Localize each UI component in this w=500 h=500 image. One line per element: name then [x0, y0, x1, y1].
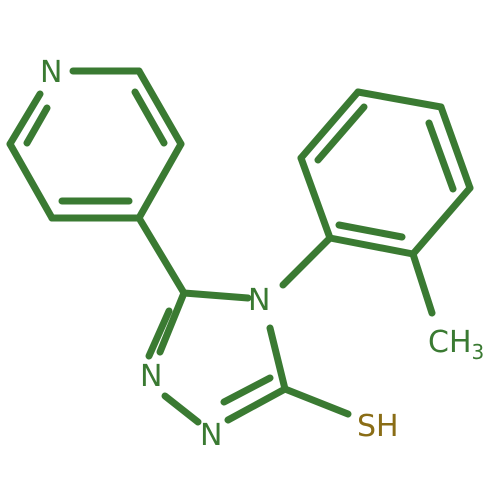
- bond-c3-sh: [281, 385, 352, 418]
- bond-n4-aryl: [279, 234, 334, 289]
- triazole-n4-label: N: [248, 283, 270, 318]
- bond-tri-n1-n2: [161, 392, 202, 426]
- bond-tol-4-inner: [425, 119, 457, 193]
- bond-tri-n2-c3-inner: [220, 374, 274, 406]
- bond-tol-6: [326, 234, 417, 258]
- bond-pyr-2-inner: [131, 88, 168, 147]
- bond-pyr-3: [135, 140, 185, 222]
- bond-pyr-6-inner: [23, 104, 51, 147]
- pyridine-nitrogen-label: N: [40, 55, 62, 90]
- bond-tol-2: [297, 88, 362, 162]
- bond-tol-1: [297, 154, 334, 242]
- bond-tol-6-inner: [335, 221, 406, 241]
- bond-tol-5: [409, 184, 474, 258]
- bond-tri-n2-c3: [224, 385, 289, 424]
- bond-tol-4: [437, 103, 474, 192]
- bond-tri-c5-n4: [180, 289, 252, 302]
- tolyl-ring: [297, 88, 474, 258]
- bond-methyl: [409, 250, 436, 317]
- bond-pyr-5: [6, 140, 56, 222]
- thiol-text: SH: [357, 409, 399, 444]
- methyl-subscript: 3: [472, 340, 485, 364]
- triazole-ring: [145, 289, 289, 426]
- pyridine-ring: [6, 67, 185, 222]
- bond-tri-c5-n1: [156, 289, 188, 356]
- triazole-n2-label: N: [200, 418, 222, 453]
- bond-tol-2-inner: [314, 103, 368, 164]
- bond-tol-3: [354, 88, 445, 111]
- methyl-text: CH: [428, 325, 472, 360]
- bond-tri-c3-n4: [266, 324, 289, 393]
- thiol-label: SH: [357, 409, 399, 444]
- bond-pyr-triazole: [135, 214, 188, 297]
- bond-tri-c5-n1-inner: [145, 307, 173, 360]
- bond-pyr-6: [6, 90, 44, 148]
- triazole-n1-label: N: [140, 359, 162, 394]
- bond-pyr-2: [135, 67, 185, 148]
- methyl-label: CH3: [428, 325, 484, 364]
